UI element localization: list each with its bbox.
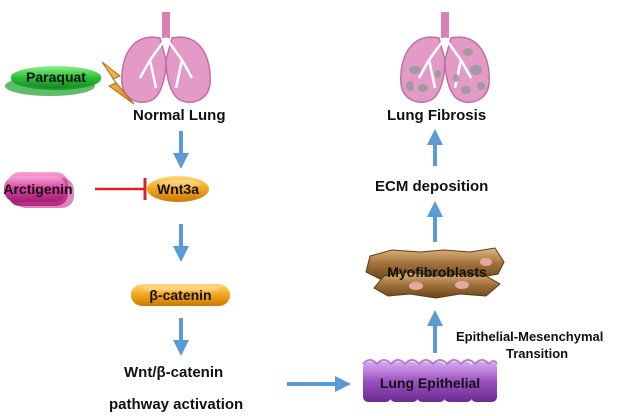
wnt3a-pill <box>147 176 209 202</box>
emt-label-line1: Epithelial-Mesenchymal <box>456 329 604 344</box>
pathway-label-line1: Wnt/β-catenin <box>124 364 224 381</box>
pathway-label-line2: pathway activation <box>109 396 244 413</box>
paraquat-pill <box>5 66 101 96</box>
myofibroblasts-cells <box>365 247 505 299</box>
ecm-deposition-label: ECM deposition <box>375 178 489 195</box>
wnt3a-label: Wnt3a <box>157 181 199 197</box>
fibrotic-lung-icon <box>400 12 490 104</box>
emt-label-line2: Transition <box>506 346 569 361</box>
normal-lung-label: Normal Lung <box>133 107 226 124</box>
myofibroblasts-label: Myofibroblasts <box>387 264 487 280</box>
paraquat-label: Paraquat <box>26 69 86 85</box>
lightning-bolt-icon <box>101 61 135 105</box>
normal-lung-icon <box>121 12 211 104</box>
lung-epithelial-label: Lung Epithelial <box>379 375 481 391</box>
beta-catenin-pill <box>131 284 230 306</box>
arctigenin-pill <box>4 172 74 208</box>
lung-epithelial-cells <box>362 359 498 402</box>
lung-fibrosis-label: Lung Fibrosis <box>387 107 487 124</box>
arctigenin-label: Arctigenin <box>3 181 73 197</box>
beta-catenin-label: β-catenin <box>149 287 212 303</box>
